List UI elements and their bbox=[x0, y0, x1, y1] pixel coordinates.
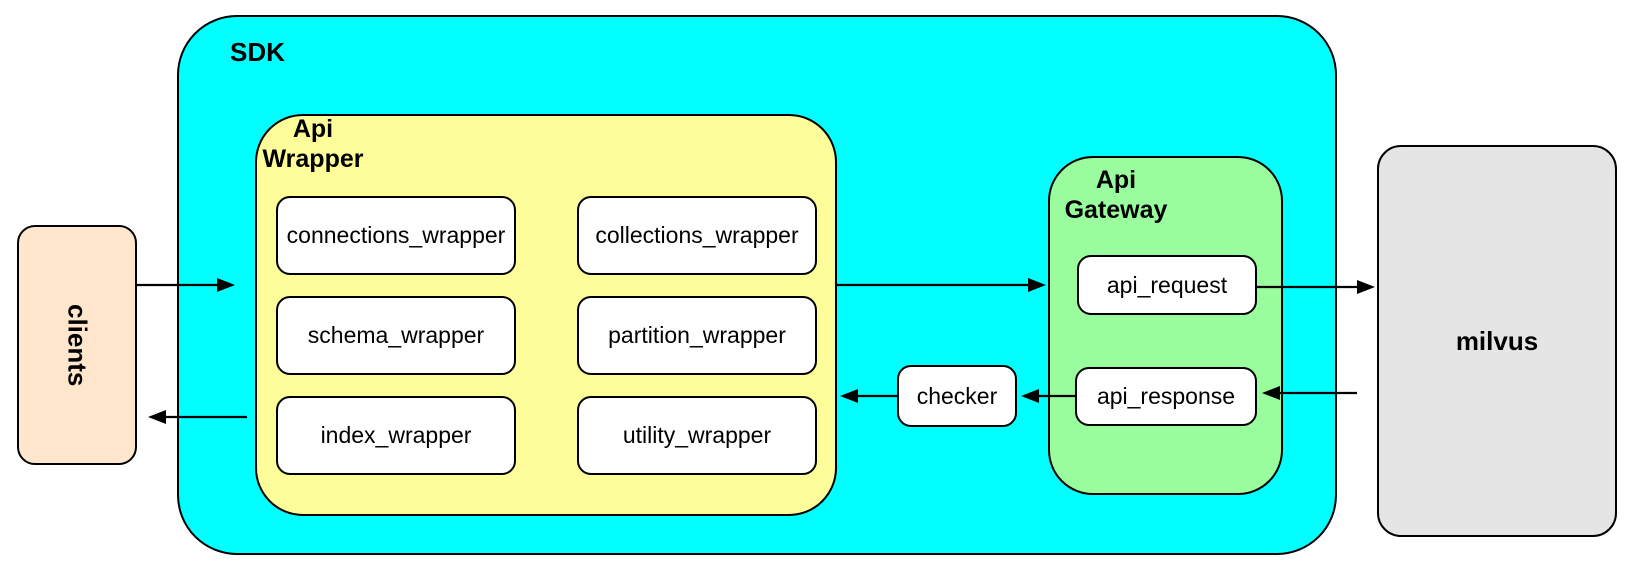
node-index-wrapper: index_wrapper bbox=[276, 396, 516, 475]
node-connections-wrapper: connections_wrapper bbox=[276, 196, 516, 275]
node-collections-wrapper: collections_wrapper bbox=[577, 196, 817, 275]
node-clients: clients bbox=[17, 225, 137, 465]
sdk-title: SDK bbox=[230, 37, 285, 67]
node-checker: checker bbox=[897, 365, 1017, 427]
node-schema-wrapper: schema_wrapper bbox=[276, 296, 516, 375]
node-partition-wrapper: partition_wrapper bbox=[577, 296, 817, 375]
api-wrapper-title: Api Wrapper bbox=[262, 115, 364, 173]
node-utility-wrapper: utility_wrapper bbox=[577, 396, 817, 475]
api-gateway-container bbox=[1048, 156, 1283, 495]
api-gateway-title: Api Gateway bbox=[1064, 166, 1168, 224]
node-api-response: api_response bbox=[1075, 367, 1257, 426]
clients-label: clients bbox=[62, 303, 93, 387]
node-milvus: milvus bbox=[1377, 145, 1617, 537]
node-api-request: api_request bbox=[1077, 255, 1257, 315]
